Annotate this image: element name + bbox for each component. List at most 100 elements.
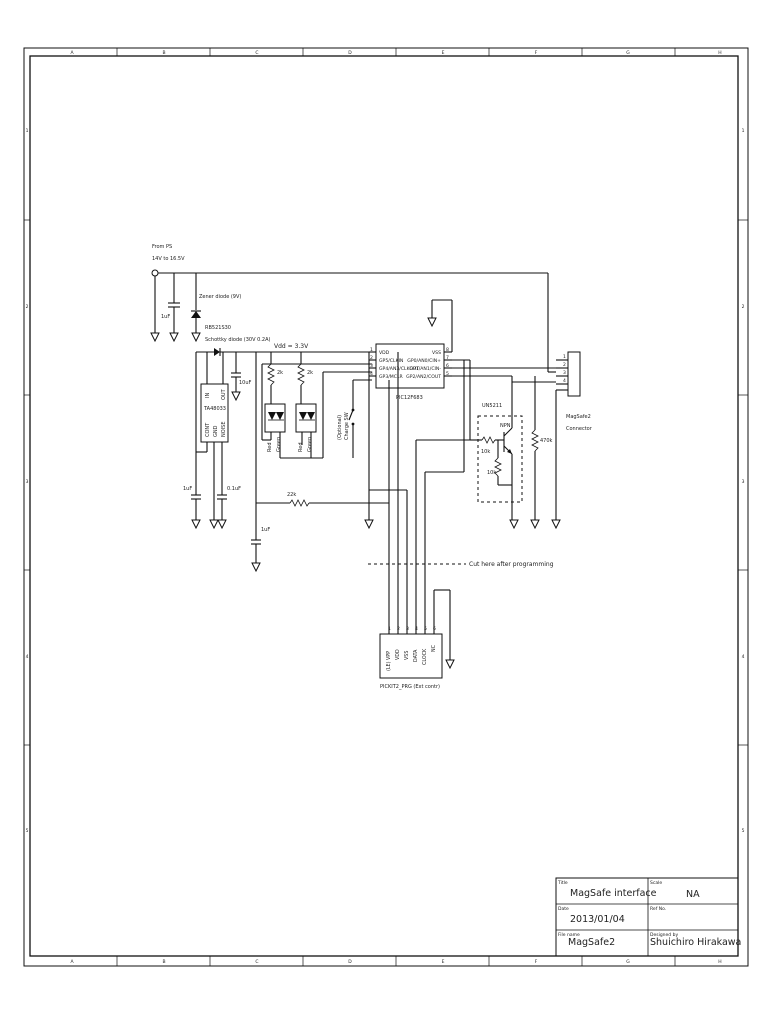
mcu-pin-number: 2 bbox=[370, 355, 373, 361]
frame-number-left: 3 bbox=[26, 479, 29, 485]
connector-pin-number: 1 bbox=[563, 354, 566, 360]
frame-number-left: 2 bbox=[26, 304, 29, 310]
title-field-label: Title bbox=[557, 880, 568, 886]
frame-letter-bottom: H bbox=[718, 959, 721, 965]
power-input: From PS 14V to 16.5V 1uF Zener diode (9V… bbox=[151, 244, 556, 485]
power-input-terminal bbox=[151, 269, 159, 277]
drawing-date: 2013/01/04 bbox=[570, 914, 625, 925]
charge-switch[interactable]: (Optional) Charge SW bbox=[337, 379, 372, 458]
ground-icon bbox=[169, 332, 179, 343]
ground-icon bbox=[217, 519, 227, 530]
pickit-pin-label: NC bbox=[431, 644, 437, 652]
frame-letter-top: G bbox=[626, 50, 630, 56]
res-22k-label: 22k bbox=[287, 492, 296, 498]
led-red-icon bbox=[268, 412, 276, 420]
frame-number-right: 5 bbox=[742, 828, 745, 834]
res-2k-a-label: 2k bbox=[277, 370, 283, 376]
pickit-name-label: PICKIT2_PRG (Ext contr) bbox=[380, 684, 440, 690]
drawing-file-name: MagSafe2 bbox=[568, 937, 615, 948]
mcu-part-label: PIC12F683 bbox=[396, 395, 423, 401]
led-section: 2k 2k Red Green Red Green bbox=[261, 352, 372, 459]
transistor-un5211: UN5211 NPN 10k 10k 470k bbox=[470, 376, 557, 520]
led-bicolor-2 bbox=[295, 403, 317, 433]
mcu-pin-label: GP4/AN3/CLKOUT bbox=[379, 366, 419, 372]
ground-icon bbox=[251, 562, 261, 573]
regulator-pin-gnd: GND bbox=[213, 425, 219, 437]
led-bicolor-1 bbox=[264, 403, 286, 433]
res-2k-b-label: 2k bbox=[307, 370, 313, 376]
pickit-pin-label: (LE) VPP bbox=[386, 651, 392, 671]
ground-icon bbox=[509, 519, 519, 530]
ground-icon bbox=[191, 332, 201, 343]
switch-optional-label: (Optional) bbox=[337, 415, 343, 440]
regulator-ta48033: TA48033 CONT IN GND NOISE OUT 10uF 1uF 0… bbox=[183, 352, 252, 520]
led1-green-label: Green bbox=[276, 437, 282, 452]
connector-pin-number: 2 bbox=[563, 362, 566, 368]
transistor-type-label: NPN bbox=[500, 423, 511, 429]
drawing-designer: Shuichiro Hirakawa bbox=[650, 937, 741, 948]
connector-body bbox=[567, 351, 581, 397]
regulator-pin-noise: NOISE bbox=[221, 422, 227, 437]
frame-number-right: 2 bbox=[742, 304, 745, 310]
mcu-pin-number: 4 bbox=[370, 371, 373, 377]
cap-1uf-mid-label: 1uF bbox=[261, 527, 270, 533]
connector-pin-number: 3 bbox=[563, 370, 566, 376]
frame-number-left: 1 bbox=[26, 128, 29, 134]
transistor-part-label: UN5211 bbox=[482, 403, 502, 409]
frame-letter-top: B bbox=[162, 50, 165, 56]
ref-field-label: Ref No. bbox=[650, 906, 666, 912]
frame-number-right: 3 bbox=[742, 479, 745, 485]
cap-10uf-label: 10uF bbox=[239, 380, 252, 386]
title-block: Title Scale Date Ref No. File name Desig… bbox=[555, 877, 741, 957]
ground-icon bbox=[231, 391, 241, 402]
cut-here-label: Cut here after programming bbox=[469, 561, 554, 568]
scale-field-label: Scale bbox=[650, 880, 662, 886]
schottky-diode-symbol bbox=[214, 348, 220, 356]
frame-letter-bottom: B bbox=[162, 959, 165, 965]
pickit-pin-label: VDD bbox=[395, 649, 401, 660]
led2-green-label: Green bbox=[307, 437, 313, 452]
cap-01uf-label: 0.1uF bbox=[227, 486, 241, 492]
mcu-pin-label: VSS bbox=[432, 350, 441, 356]
resistor-2k-b bbox=[297, 363, 305, 386]
mcu-pin-number: 5 bbox=[446, 371, 449, 377]
zener-label: Zener diode (9V) bbox=[199, 294, 241, 300]
title-block-border bbox=[555, 877, 739, 957]
frame-letter-top: H bbox=[718, 50, 721, 56]
from-ps-label: From PS bbox=[152, 244, 172, 250]
cap-1uf-input-label: 1uF bbox=[161, 314, 170, 320]
schottky-desc-label: Schottky diode (30V 0.2A) bbox=[205, 337, 270, 343]
drawing-scale: NA bbox=[686, 889, 700, 900]
mcu-pin-number: 3 bbox=[370, 363, 373, 369]
led-red-icon bbox=[299, 412, 307, 420]
regulator-part-label: TA48033 bbox=[203, 406, 226, 412]
resistor-2k-a bbox=[267, 363, 275, 386]
pickit-pin-label: DATA bbox=[413, 649, 419, 662]
resistor-10k-b bbox=[494, 457, 502, 477]
transistor-emitter-arrow-icon bbox=[507, 449, 512, 454]
programming-section: 22k 1uF Cut here after programming 1 2 3… bbox=[251, 352, 554, 690]
res-10k-a-label: 10k bbox=[481, 449, 490, 455]
mcu-pin-number: 7 bbox=[446, 355, 449, 361]
regulator-pin-cont: CONT bbox=[205, 422, 211, 437]
mcu-pin-label: GP0/AN0/CIN+ bbox=[407, 358, 441, 364]
regulator-pin-in: IN bbox=[205, 393, 211, 398]
frame-letter-top: A bbox=[70, 50, 74, 56]
magsafe-connector[interactable]: 1 2 3 4 MagSafe2 Connector bbox=[556, 351, 593, 432]
mcu-pin-number: 8 bbox=[446, 347, 449, 353]
frame-letter-bottom: C bbox=[255, 959, 258, 965]
mcu-pin-label: GP2/AN2/COUT bbox=[406, 374, 441, 380]
res-470k-label: 470k bbox=[540, 438, 553, 444]
ground-symbols bbox=[150, 317, 561, 670]
ground-icon bbox=[209, 519, 219, 530]
regulator-pin-out: OUT bbox=[221, 388, 227, 400]
mcu-pic12f683: PIC12F683 VDD GP5/CLKIN GP4/AN3/CLKOUT G… bbox=[368, 299, 556, 520]
connector-pin-number: 4 bbox=[563, 378, 566, 384]
designed-field-label: Designed by bbox=[650, 932, 678, 938]
frame-letter-top: C bbox=[255, 50, 258, 56]
led-green-icon bbox=[307, 412, 315, 420]
cap-1uf-left-label: 1uF bbox=[183, 486, 192, 492]
zener-diode-symbol bbox=[191, 311, 201, 318]
resistor-470k bbox=[531, 429, 539, 452]
